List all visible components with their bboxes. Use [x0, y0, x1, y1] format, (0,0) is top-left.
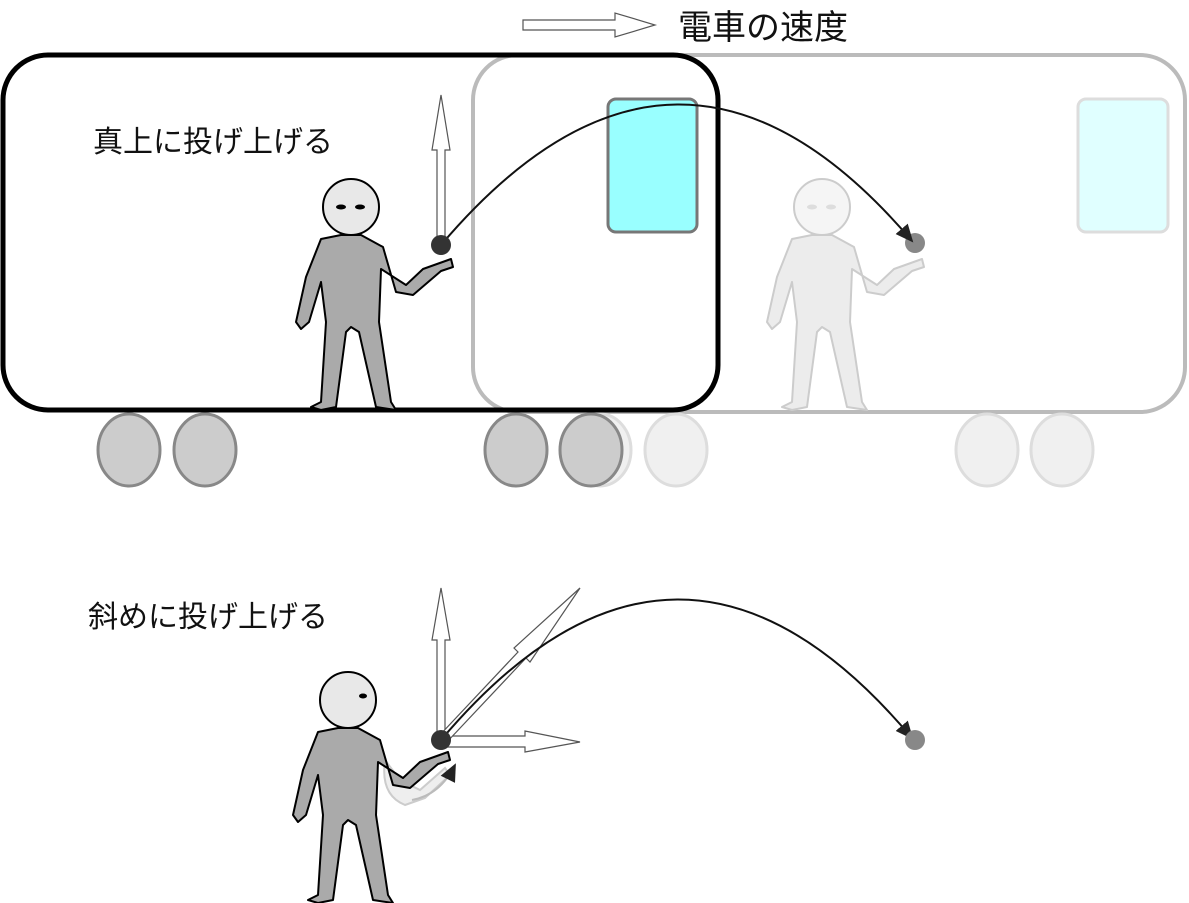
up-component-arrow-icon — [431, 587, 451, 741]
ball-1 — [431, 235, 451, 255]
throw-oblique-label: 斜めに投げ上げる — [88, 600, 328, 635]
train-now-wheels — [96, 412, 624, 488]
train-speed-arrow-icon — [522, 12, 658, 38]
throw-vertical-label: 真上に投げ上げる — [93, 125, 333, 160]
person-thrower-oblique — [292, 671, 451, 903]
train-later — [471, 53, 1187, 414]
trajectory-2 — [440, 598, 914, 741]
train-now — [0, 52, 721, 413]
train-later-window — [1076, 97, 1170, 234]
ball-2 — [431, 730, 451, 750]
up-velocity-arrow-icon — [431, 94, 451, 246]
train-later-wheels — [567, 412, 1095, 488]
train-speed-label: 電車の速度 — [678, 8, 848, 48]
person-ghost — [766, 178, 925, 411]
trajectory-1 — [440, 103, 914, 246]
horizontal-component-arrow-icon — [440, 730, 581, 753]
train-window — [606, 97, 699, 234]
person-thrower-vertical — [295, 178, 454, 411]
ball-landing-2 — [905, 730, 925, 750]
ghost-arm — [383, 757, 452, 807]
arm-swing-arrow-icon — [411, 763, 456, 801]
